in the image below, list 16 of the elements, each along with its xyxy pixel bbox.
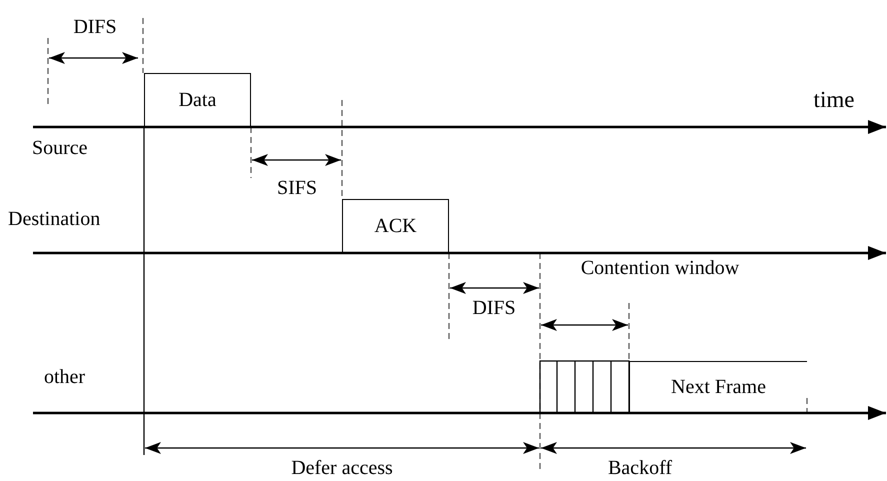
frame-box: [629, 361, 807, 413]
interval-label: Defer access: [291, 457, 393, 479]
frame-box: [342, 199, 449, 253]
interval-label: DIFS: [472, 297, 516, 319]
axis-label: time: [814, 87, 854, 112]
station-label: Destination: [8, 208, 100, 230]
frame-box: [144, 73, 251, 127]
interval-label: SIFS: [276, 177, 318, 199]
station-label: Source: [32, 137, 88, 159]
interval-label: Contention window: [580, 257, 740, 279]
interval-label: DIFS: [73, 16, 117, 38]
station-label: other: [44, 366, 86, 388]
interval-label: Backoff: [608, 457, 672, 479]
frame-label: Next Frame: [671, 376, 766, 399]
frame-label: ACK: [374, 215, 417, 238]
frame-label: Data: [178, 89, 216, 112]
